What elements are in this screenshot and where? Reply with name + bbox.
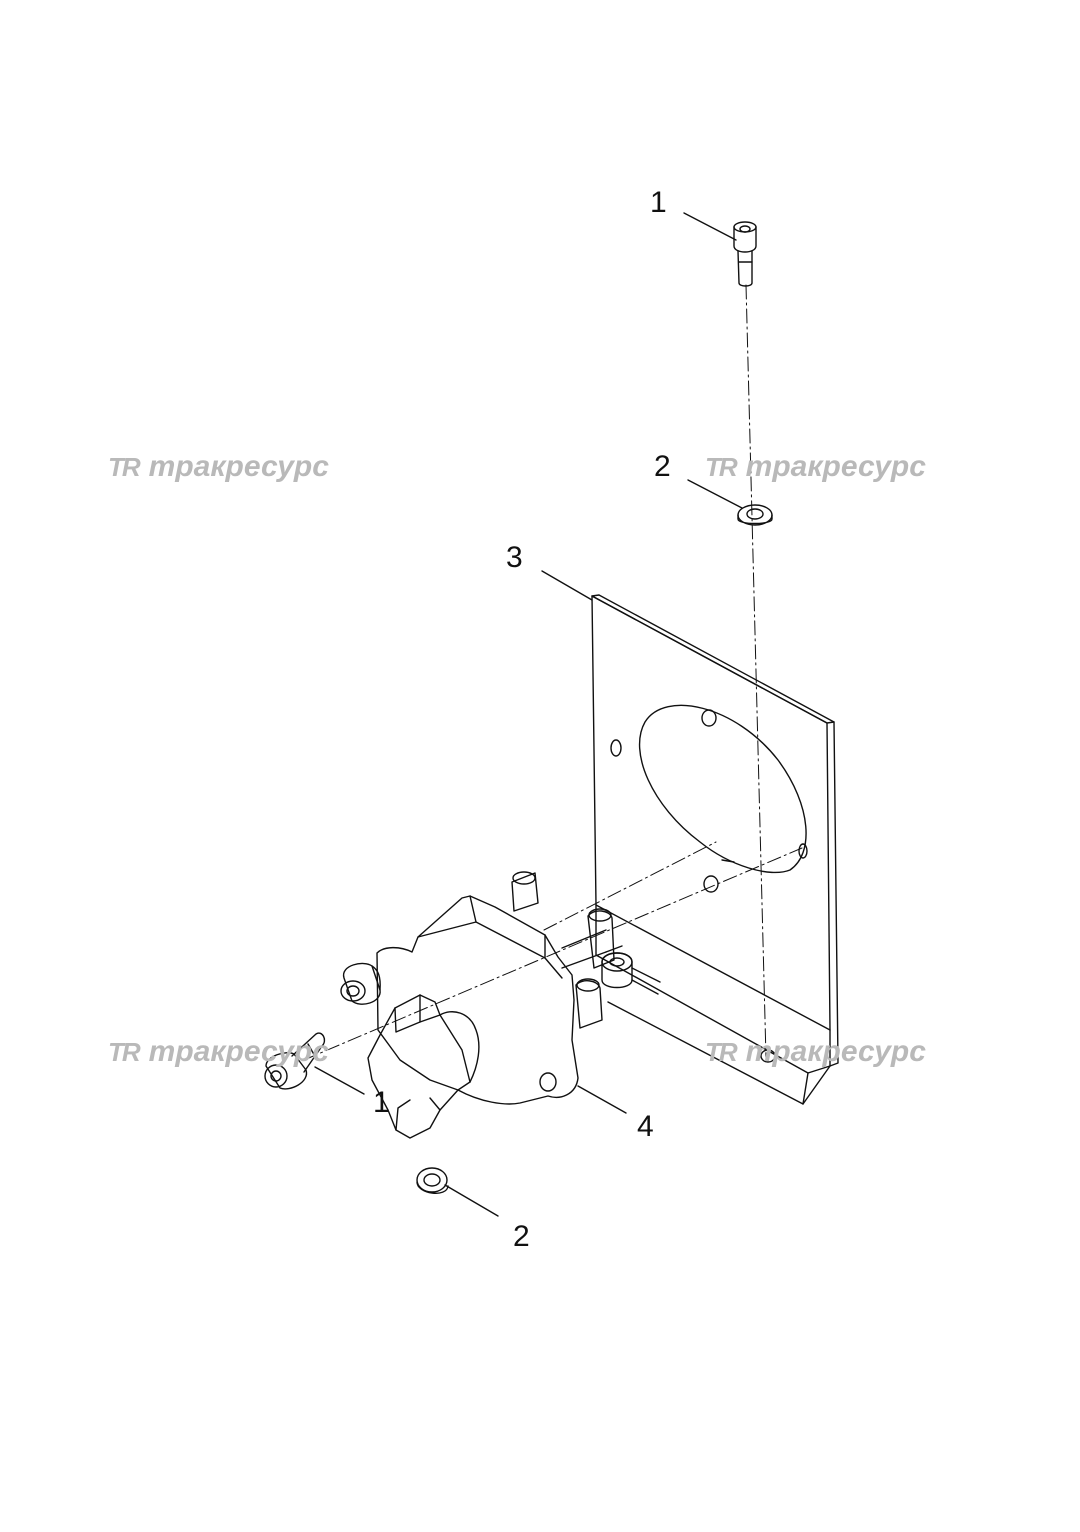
callout-2-top: 2 bbox=[654, 450, 671, 483]
axis-pump-center bbox=[543, 841, 717, 931]
watermark-logo-icon: TR bbox=[108, 452, 141, 482]
watermark-logo-icon: TR bbox=[108, 1037, 141, 1067]
watermark-text: тракресурс bbox=[745, 450, 926, 483]
leader-line-1-top bbox=[683, 212, 737, 241]
pump-assembly bbox=[340, 871, 661, 1139]
axis-top-bolt bbox=[745, 284, 767, 1059]
assembly-axes bbox=[303, 284, 803, 1061]
watermark-logo-icon: TR bbox=[705, 1037, 738, 1067]
cap-screw-top bbox=[733, 221, 757, 287]
washer-top bbox=[737, 504, 773, 526]
cap-screw-bottom bbox=[264, 1032, 326, 1090]
watermark-text: тракресурс bbox=[745, 1035, 926, 1068]
watermark-logo-icon: TR bbox=[705, 452, 738, 482]
callout-2-bottom: 2 bbox=[513, 1220, 530, 1253]
leader-line-2-top bbox=[687, 479, 743, 509]
callout-3: 3 bbox=[506, 541, 523, 574]
leader-line-3 bbox=[541, 570, 593, 601]
callout-1-bottom: 1 bbox=[373, 1086, 390, 1119]
leader-line-1-bottom bbox=[314, 1066, 365, 1095]
callout-1-top: 1 bbox=[650, 186, 667, 219]
watermark-text: тракресурс bbox=[148, 1035, 329, 1068]
leader-line-4 bbox=[577, 1085, 627, 1114]
callout-4: 4 bbox=[637, 1110, 654, 1143]
mounting-bracket bbox=[591, 594, 839, 1105]
watermark-text: тракресурс bbox=[148, 450, 329, 483]
leader-line-2-bottom bbox=[444, 1184, 499, 1217]
washer-bottom bbox=[416, 1167, 449, 1194]
axis-bottom-bolt bbox=[303, 847, 803, 1061]
leader-lines bbox=[314, 212, 743, 1217]
